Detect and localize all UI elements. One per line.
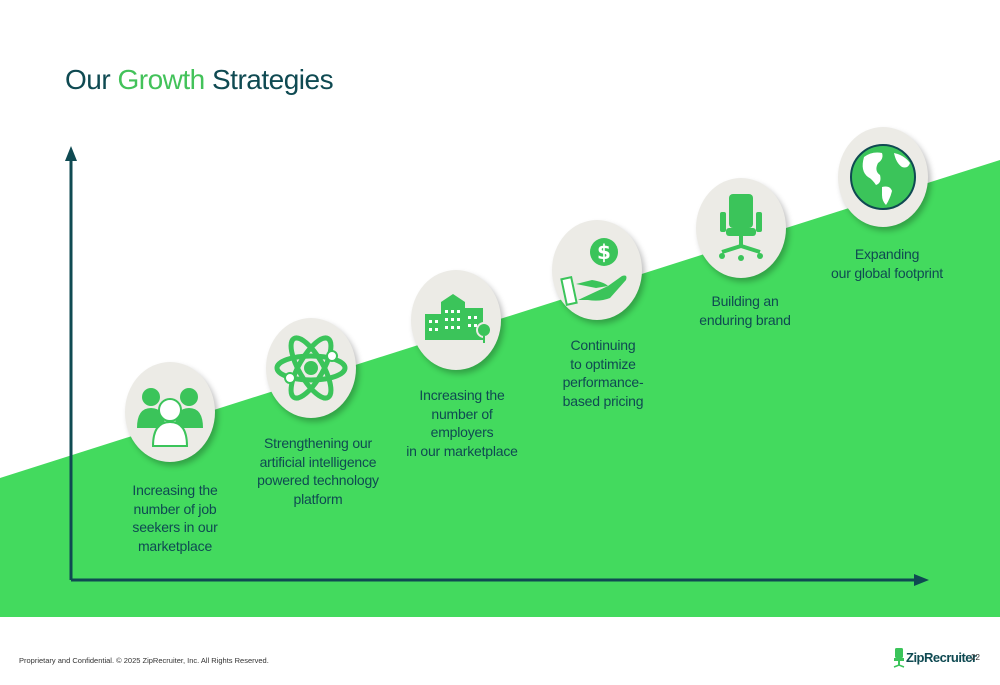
atom-icon xyxy=(274,335,348,401)
step-2-icon-circle xyxy=(266,318,356,418)
x-axis-arrow xyxy=(914,574,929,586)
people-icon xyxy=(137,388,203,447)
step-1-icon-circle xyxy=(125,362,215,462)
svg-text:$: $ xyxy=(597,240,611,264)
office-chair-icon xyxy=(719,194,763,261)
building-icon xyxy=(425,294,492,343)
step-6-icon-circle xyxy=(838,127,928,227)
title-word-our: Our xyxy=(65,64,111,95)
chair-logo-icon xyxy=(893,648,905,668)
page-number: 22 xyxy=(971,653,980,662)
y-axis-arrow xyxy=(65,146,77,161)
title-word-growth: Growth xyxy=(117,64,205,95)
step-2-label: Strengthening our artificial intelligenc… xyxy=(257,435,379,507)
globe-icon xyxy=(850,144,916,210)
step-4-label: Continuing to optimize performance- base… xyxy=(562,337,644,409)
logo-text: ZipRecruiter xyxy=(906,650,977,665)
step-5-icon-circle xyxy=(696,178,786,278)
title-word-strategies: Strategies xyxy=(212,64,334,95)
step-5-label: Building an enduring brand xyxy=(699,293,791,328)
dollar-hand-icon: $ xyxy=(560,238,627,306)
legal-footer: Proprietary and Confidential. © 2025 Zip… xyxy=(19,656,269,665)
step-3-label: Increasing the number of employers in ou… xyxy=(406,387,518,459)
ziprecruiter-logo: ZipRecruiter xyxy=(893,648,977,668)
step-6-label: Expanding our global footprint xyxy=(831,246,943,281)
step-1-label: Increasing the number of job seekers in … xyxy=(132,482,218,554)
page-title: Our Growth Strategies xyxy=(65,64,334,96)
step-4-icon-circle: $ xyxy=(552,220,642,320)
step-3-icon-circle xyxy=(411,270,501,370)
